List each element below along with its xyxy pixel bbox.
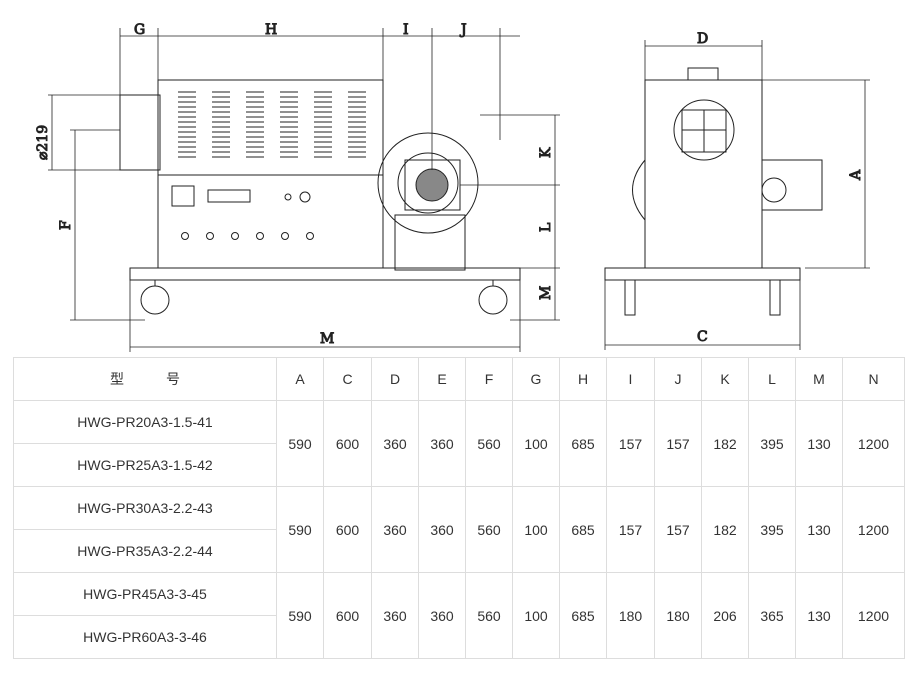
value-cell: 685 bbox=[559, 486, 607, 573]
value-cell: 560 bbox=[465, 486, 513, 573]
value-cell: 600 bbox=[323, 486, 372, 573]
column-header: I bbox=[606, 357, 655, 401]
value-cell: 100 bbox=[512, 400, 560, 487]
value-cell: 360 bbox=[371, 572, 419, 659]
model-cell: HWG-PR30A3-2.2-43 bbox=[13, 486, 277, 530]
column-header: M bbox=[795, 357, 843, 401]
value-cell: 590 bbox=[276, 400, 324, 487]
value-cell: 180 bbox=[654, 572, 702, 659]
value-cell: 600 bbox=[323, 572, 372, 659]
value-cell: 360 bbox=[418, 400, 466, 487]
column-header: A bbox=[276, 357, 324, 401]
dim-K: K bbox=[538, 147, 554, 158]
column-header: J bbox=[654, 357, 702, 401]
value-cell: 157 bbox=[654, 400, 702, 487]
dim-M-side: M bbox=[538, 286, 554, 300]
model-cell: HWG-PR45A3-3-45 bbox=[13, 572, 277, 616]
column-header: H bbox=[559, 357, 607, 401]
dim-H: H bbox=[265, 22, 277, 38]
value-cell: 157 bbox=[606, 400, 655, 487]
value-cell: 130 bbox=[795, 400, 843, 487]
value-cell: 157 bbox=[654, 486, 702, 573]
value-cell: 395 bbox=[748, 400, 796, 487]
column-header: 型 号 bbox=[13, 357, 277, 401]
value-cell: 360 bbox=[371, 400, 419, 487]
dim-A: A bbox=[848, 169, 864, 181]
column-header: C bbox=[323, 357, 372, 401]
value-cell: 590 bbox=[276, 486, 324, 573]
value-cell: 365 bbox=[748, 572, 796, 659]
column-header: L bbox=[748, 357, 796, 401]
dim-J: J bbox=[459, 22, 467, 38]
value-cell: 180 bbox=[606, 572, 655, 659]
value-cell: 100 bbox=[512, 486, 560, 573]
value-cell: 360 bbox=[371, 486, 419, 573]
value-cell: 560 bbox=[465, 572, 513, 659]
value-cell: 600 bbox=[323, 400, 372, 487]
value-cell: 1200 bbox=[842, 572, 905, 659]
model-cell: HWG-PR20A3-1.5-41 bbox=[13, 400, 277, 444]
front-view bbox=[604, 67, 823, 316]
column-header: F bbox=[465, 357, 513, 401]
dim-L: L bbox=[538, 223, 554, 232]
model-cell: HWG-PR25A3-1.5-42 bbox=[13, 443, 277, 487]
dim-diameter: ⌀219 bbox=[35, 125, 51, 160]
value-cell: 157 bbox=[606, 486, 655, 573]
model-cell: HWG-PR35A3-2.2-44 bbox=[13, 529, 277, 573]
value-cell: 590 bbox=[276, 572, 324, 659]
dim-G: G bbox=[134, 22, 145, 38]
column-header: D bbox=[371, 357, 419, 401]
value-cell: 685 bbox=[559, 572, 607, 659]
dim-I: I bbox=[403, 22, 409, 38]
column-header: G bbox=[512, 357, 560, 401]
dim-C: C bbox=[697, 329, 708, 345]
value-cell: 685 bbox=[559, 400, 607, 487]
value-cell: 206 bbox=[701, 572, 749, 659]
value-cell: 130 bbox=[795, 572, 843, 659]
column-header: E bbox=[418, 357, 466, 401]
table-row: HWG-PR60A3-3-46 bbox=[13, 615, 905, 659]
value-cell: 182 bbox=[701, 486, 749, 573]
value-cell: 1200 bbox=[842, 486, 905, 573]
value-cell: 395 bbox=[748, 486, 796, 573]
value-cell: 1200 bbox=[842, 400, 905, 487]
dimension-drawing: G H I J M F ⌀219 K L M D A C bbox=[35, 22, 870, 352]
dim-D: D bbox=[697, 31, 708, 47]
value-cell: 100 bbox=[512, 572, 560, 659]
column-header: K bbox=[701, 357, 749, 401]
value-cell: 560 bbox=[465, 400, 513, 487]
value-cell: 130 bbox=[795, 486, 843, 573]
dim-F: F bbox=[58, 220, 74, 230]
dim-M-bottom: M bbox=[320, 331, 334, 347]
column-header: N bbox=[842, 357, 905, 401]
value-cell: 182 bbox=[701, 400, 749, 487]
side-view bbox=[119, 79, 521, 315]
value-cell: 360 bbox=[418, 572, 466, 659]
value-cell: 360 bbox=[418, 486, 466, 573]
model-cell: HWG-PR60A3-3-46 bbox=[13, 615, 277, 659]
